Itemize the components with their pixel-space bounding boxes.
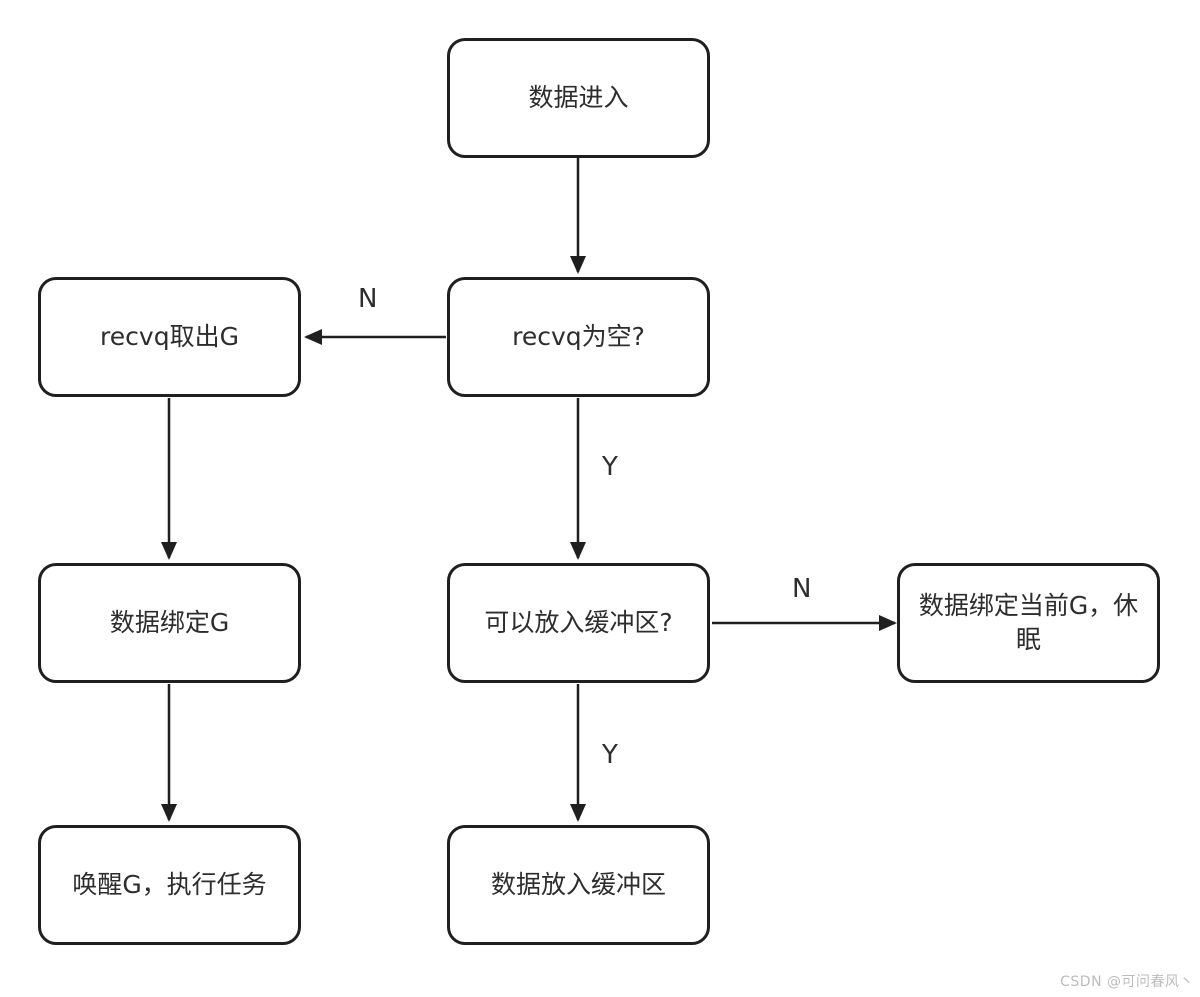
node-recvq-empty: recvq为空? bbox=[447, 277, 710, 397]
edge-label-n-bind-current: N bbox=[792, 574, 812, 604]
edge-label-y-buffer-check: Y bbox=[602, 452, 618, 482]
node-start: 数据进入 bbox=[447, 38, 710, 158]
node-buffer-check: 可以放入缓冲区? bbox=[447, 563, 710, 683]
node-recvq-pop-g: recvq取出G bbox=[38, 277, 301, 397]
node-bind-g: 数据绑定G bbox=[38, 563, 301, 683]
node-put-buffer: 数据放入缓冲区 bbox=[447, 825, 710, 945]
edge-label-n-recvq-pop: N bbox=[358, 284, 378, 314]
edge-label-y-put-buffer: Y bbox=[602, 740, 618, 770]
csdn-watermark: CSDN @可问春风丶 bbox=[1060, 974, 1194, 990]
node-bind-current-g: 数据绑定当前G，休眠 bbox=[897, 563, 1160, 683]
node-wake-g: 唤醒G，执行任务 bbox=[38, 825, 301, 945]
